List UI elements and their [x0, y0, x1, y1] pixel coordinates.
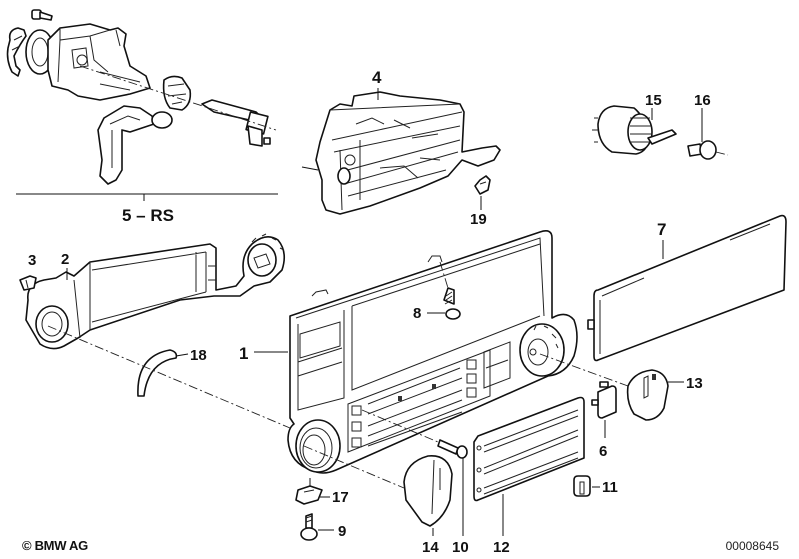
part-12-slide-cover[interactable]: 12 [473, 396, 585, 557]
part-6-cover-cap[interactable]: 6 [591, 381, 617, 460]
part-4-control-unit[interactable]: 4 [301, 68, 501, 215]
switch-shaft [201, 99, 271, 147]
part-11-push-button[interactable]: 11 [573, 475, 618, 497]
part-8-screw[interactable]: 8 [413, 261, 461, 322]
part-19-bulb[interactable]: 19 [470, 175, 491, 228]
callout-1[interactable]: 1 [239, 344, 248, 363]
callout-13[interactable]: 13 [686, 375, 703, 392]
callout-14[interactable]: 14 [422, 539, 439, 556]
callout-4[interactable]: 4 [372, 68, 382, 87]
callout-10[interactable]: 10 [452, 539, 469, 556]
part-13-rotary-knob-right[interactable]: 13 [539, 353, 703, 421]
copyright-text: © BMW AG [22, 538, 88, 553]
callout-15[interactable]: 15 [645, 92, 662, 109]
part-18-retaining-ring[interactable]: 18 [137, 347, 207, 397]
coupling-ring [162, 75, 192, 111]
callout-2[interactable]: 2 [61, 251, 69, 268]
group-label-5-rs[interactable]: 5 – RS [122, 206, 174, 225]
switch-housing [47, 23, 151, 101]
callout-7[interactable]: 7 [657, 220, 666, 239]
callout-3[interactable]: 3 [28, 252, 36, 269]
callout-17[interactable]: 17 [332, 489, 349, 506]
leader-4-axis [301, 166, 319, 171]
part-7-blanking-cover[interactable]: 7 [587, 214, 787, 362]
switch-assembly-5-rs[interactable]: 5 – RS [6, 9, 279, 225]
screw-small-top [31, 9, 53, 21]
switch-lever [97, 105, 173, 185]
callout-9[interactable]: 9 [338, 523, 346, 540]
part-1-front-panel[interactable]: 1 [239, 230, 578, 474]
leader-18 [175, 353, 189, 357]
image-number: 00008645 [725, 539, 779, 553]
switch-ring [6, 27, 55, 77]
callout-19[interactable]: 19 [470, 211, 487, 228]
part-10-screw[interactable]: 10 [361, 409, 469, 556]
callout-6[interactable]: 6 [599, 443, 607, 460]
part-9-screw[interactable]: 9 [300, 513, 346, 541]
part-3-clip[interactable]: 3 [19, 252, 37, 291]
callout-18[interactable]: 18 [190, 347, 207, 364]
part-2-mounting-bracket[interactable]: 2 [25, 233, 286, 350]
part-16-screw[interactable]: 16 [687, 92, 729, 160]
part-17-clip-nut[interactable]: 17 [295, 478, 349, 506]
callout-12[interactable]: 12 [493, 539, 510, 556]
part-14-rotary-knob-left[interactable]: 14 [303, 445, 453, 556]
callout-16[interactable]: 16 [694, 92, 711, 109]
callout-8[interactable]: 8 [413, 305, 421, 322]
callout-11[interactable]: 11 [602, 479, 618, 496]
part-15-rotary-switch[interactable]: 15 [592, 92, 677, 155]
